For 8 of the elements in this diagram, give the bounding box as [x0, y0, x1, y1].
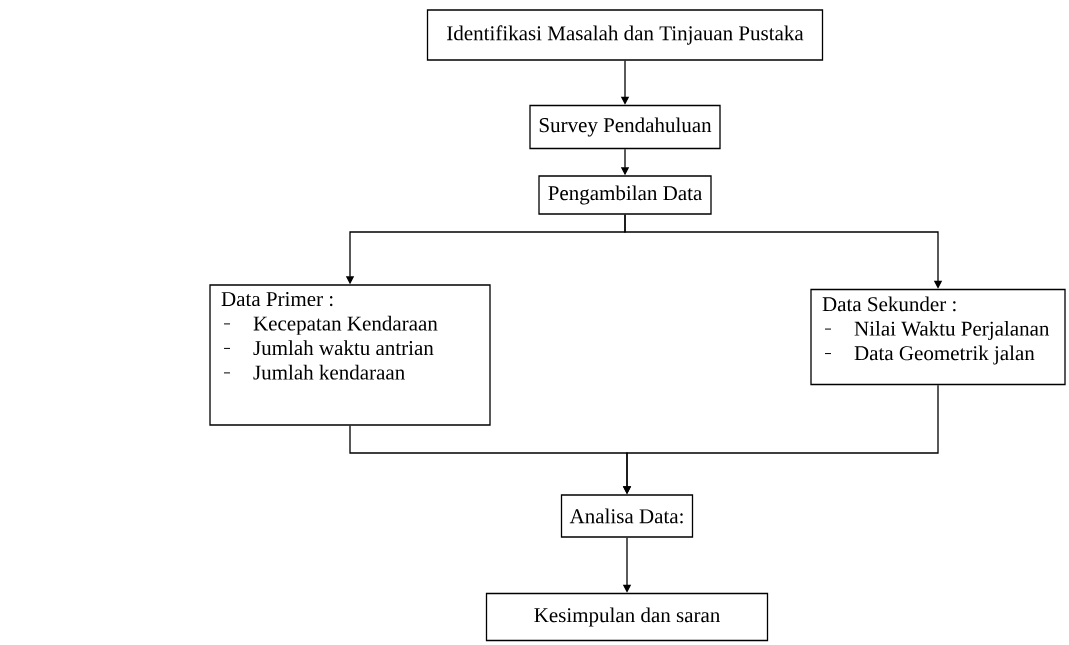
process-box: Identifikasi Masalah dan Tinjauan Pustaka [426, 9, 824, 61]
process-box: Pengambilan Data [538, 175, 712, 215]
process-box: Kesimpulan dan saran [485, 592, 769, 642]
process-box: Analisa Data: [560, 494, 694, 538]
process-box: Survey Pendahuluan [529, 104, 721, 150]
arrow [624, 214, 943, 289]
list-box: Data Sekunder : Nilai Waktu Perjalanan Data Geometrik jalan [810, 288, 1066, 386]
list-box: Data Primer : Kecepatan Kendaraan Jumlah waktu antrian Jumlah kendaraan [209, 284, 491, 426]
